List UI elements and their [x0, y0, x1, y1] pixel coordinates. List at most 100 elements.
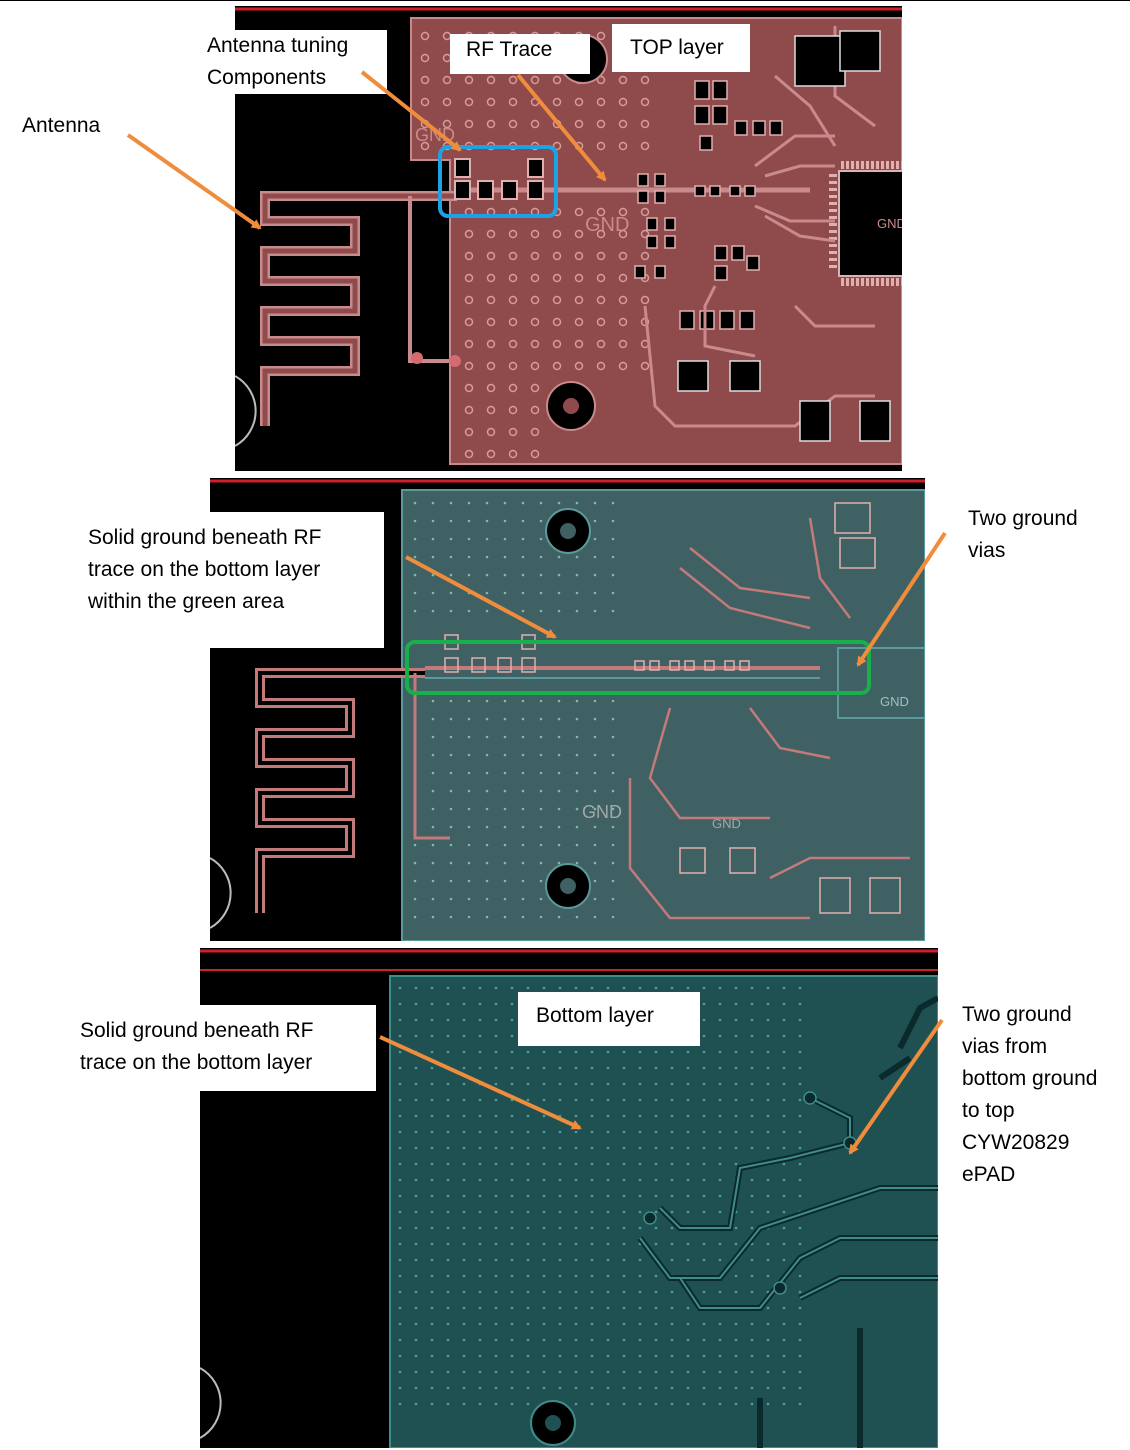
via [611, 519, 615, 523]
via [766, 1210, 770, 1214]
via [530, 405, 540, 415]
via [542, 1226, 546, 1230]
via [766, 1242, 770, 1246]
via [766, 1082, 770, 1086]
via [526, 1050, 530, 1054]
via [718, 1370, 722, 1374]
via [622, 1114, 626, 1118]
via [494, 1242, 498, 1246]
via [494, 1130, 498, 1134]
via [485, 573, 489, 577]
via [462, 1322, 466, 1326]
via [654, 1354, 658, 1358]
via [478, 1242, 482, 1246]
via [449, 591, 453, 595]
via [478, 1178, 482, 1182]
via [654, 1290, 658, 1294]
via [510, 1338, 514, 1342]
via [430, 1162, 434, 1166]
via [640, 207, 650, 217]
via [718, 986, 722, 990]
via [574, 1258, 578, 1262]
via [590, 1114, 594, 1118]
via [414, 1194, 418, 1198]
via [654, 1050, 658, 1054]
via [734, 986, 738, 990]
via [552, 295, 562, 305]
via [557, 915, 561, 919]
via [798, 1242, 802, 1246]
via [798, 1370, 802, 1374]
via [574, 1146, 578, 1150]
via [622, 1178, 626, 1182]
chip-pins [829, 161, 902, 286]
via [542, 1242, 546, 1246]
via [702, 1258, 706, 1262]
via [574, 1130, 578, 1134]
via [611, 825, 615, 829]
gnd-label: GND [582, 802, 622, 822]
via [446, 1162, 450, 1166]
via [750, 1114, 754, 1118]
via [449, 915, 453, 919]
via [558, 1290, 562, 1294]
via [526, 1082, 530, 1086]
via [640, 75, 650, 85]
via [494, 1050, 498, 1054]
via [638, 1066, 642, 1070]
via [734, 1386, 738, 1390]
via [798, 1402, 802, 1406]
via [686, 1098, 690, 1102]
via [574, 1194, 578, 1198]
via [766, 1194, 770, 1198]
via [638, 1082, 642, 1086]
via [640, 361, 650, 371]
via [503, 915, 507, 919]
via [430, 1274, 434, 1278]
via [510, 1130, 514, 1134]
via [574, 1098, 578, 1102]
via [431, 537, 435, 541]
via [414, 1082, 418, 1086]
via [782, 1034, 786, 1038]
via [611, 699, 615, 703]
via [590, 1226, 594, 1230]
via [702, 1178, 706, 1182]
via [510, 1194, 514, 1198]
via [575, 753, 579, 757]
via [539, 699, 543, 703]
via [798, 1034, 802, 1038]
via [503, 879, 507, 883]
via [782, 1082, 786, 1086]
via [596, 339, 606, 349]
via [542, 1146, 546, 1150]
via [557, 591, 561, 595]
via [510, 1082, 514, 1086]
via [521, 861, 525, 865]
via [539, 897, 543, 901]
via [494, 1258, 498, 1262]
via [575, 807, 579, 811]
via [557, 807, 561, 811]
via [467, 573, 471, 577]
via [766, 1050, 770, 1054]
via [521, 771, 525, 775]
via [593, 771, 597, 775]
via [606, 1050, 610, 1054]
via [398, 1370, 402, 1374]
via [702, 1402, 706, 1406]
via [464, 361, 474, 371]
via [766, 1322, 770, 1326]
via [449, 735, 453, 739]
via [552, 339, 562, 349]
via [606, 1354, 610, 1358]
via [718, 1322, 722, 1326]
via [478, 1402, 482, 1406]
via [734, 1002, 738, 1006]
via [750, 1274, 754, 1278]
via [558, 1050, 562, 1054]
via [398, 1146, 402, 1150]
via [431, 501, 435, 505]
via [526, 1194, 530, 1198]
via [618, 251, 628, 261]
